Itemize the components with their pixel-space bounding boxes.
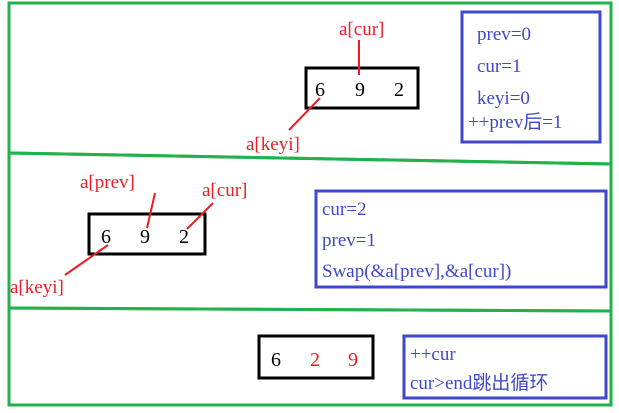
- panel-3-border: [7, 306, 613, 407]
- panel-1: 6 9 2 a[cur] a[keyi] prev=0 cur=1 keyi=0…: [246, 10, 602, 155]
- panel-2: 6 9 2 a[prev] a[cur] a[keyi] cur=2 prev=…: [10, 172, 608, 298]
- array-element: 6: [101, 226, 111, 248]
- state-note-line: Swap(&a[prev],&a[cur]): [322, 261, 511, 282]
- array-box: [87, 212, 207, 256]
- array-element: 9: [140, 226, 150, 248]
- state-note-line: ++cur: [410, 344, 456, 365]
- array-element: 2: [179, 226, 189, 248]
- state-note-line: cur=2: [322, 199, 366, 220]
- array-element: 2: [310, 349, 320, 371]
- state-note-line: cur=1: [477, 56, 521, 77]
- pointer-label-cur: a[cur]: [202, 180, 247, 201]
- state-note-line: keyi=0: [477, 88, 530, 109]
- pointer-arrow-cur: [186, 202, 214, 230]
- pointer-label-prev: a[prev]: [80, 172, 135, 193]
- state-note-line: cur>end跳出循环: [410, 372, 548, 394]
- array-element: 6: [271, 349, 281, 371]
- state-note-line: ++prev后=1: [468, 111, 562, 133]
- array-element: 2: [394, 79, 404, 101]
- pointer-label-keyi: a[keyi]: [10, 277, 64, 298]
- pointer-arrow-prev: [146, 192, 156, 229]
- state-note-line: prev=1: [322, 230, 376, 251]
- pointer-arrow-keyi: [288, 97, 321, 131]
- array-element: 6: [315, 79, 325, 101]
- state-note-line: prev=0: [477, 24, 531, 45]
- pointer-label-cur: a[cur]: [339, 19, 384, 40]
- panel-borders: [7, 1, 613, 407]
- pointer-arrow-keyi: [64, 244, 109, 276]
- array-element: 9: [348, 349, 358, 371]
- array-box: [304, 66, 420, 110]
- array-box: [257, 334, 375, 380]
- array-element: 9: [355, 79, 365, 101]
- pointer-label-keyi: a[keyi]: [246, 134, 300, 155]
- panel-3: 6 2 9 ++cur cur>end跳出循环: [257, 334, 608, 400]
- state-note-box: [402, 334, 608, 400]
- state-note-box: [460, 10, 602, 144]
- state-note-box: [314, 189, 608, 289]
